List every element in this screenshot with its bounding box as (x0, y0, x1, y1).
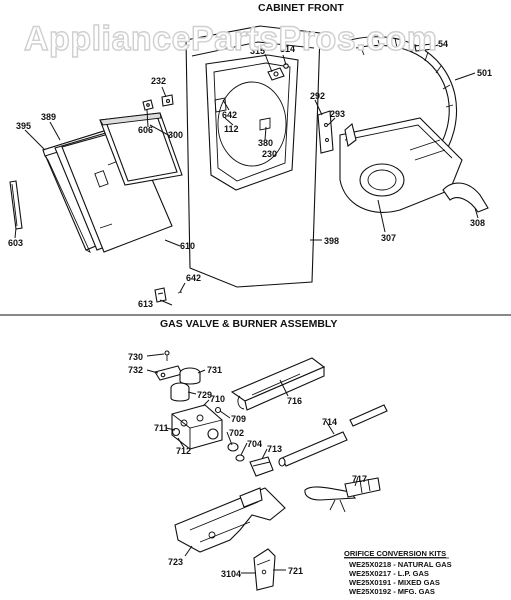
orifice-kits-table: ORIFICE CONVERSION KITS WE25X0218 - NATU… (344, 549, 452, 596)
callout-230: 230 (262, 149, 277, 159)
burner-tube (230, 357, 326, 411)
leader-lines-bottom (146, 353, 359, 574)
callout-389: 389 (41, 112, 56, 122)
callout-314: 314 (280, 44, 295, 54)
igniter-assembly (304, 477, 381, 513)
callout-501: 501 (477, 68, 492, 78)
callout-714: 714 (322, 417, 337, 427)
callout-292: 292 (310, 91, 325, 101)
callout-710: 710 (210, 394, 225, 404)
valve-screw (214, 406, 222, 414)
callout-711: 711 (154, 423, 169, 433)
callout-398: 398 (324, 236, 339, 246)
orifice-kit-row: WE25X0191 - MIXED GAS (349, 578, 440, 587)
callout-232: 232 (151, 76, 166, 86)
orifice-kit-row: WE25X0218 - NATURAL GAS (349, 560, 452, 569)
orifice-kits-title: ORIFICE CONVERSION KITS (344, 549, 446, 558)
door-handle (9, 180, 23, 230)
callout-603: 603 (8, 238, 23, 248)
callout-610: 610 (180, 241, 195, 251)
callout-315: 315 (250, 46, 265, 56)
callout-709: 709 (231, 414, 246, 424)
callout-293: 293 (330, 109, 345, 119)
callout-642-a: 642 (186, 273, 201, 283)
cabinet-front-panel (185, 25, 321, 288)
callout-54: 54 (438, 39, 448, 49)
callout-713: 713 (267, 444, 282, 454)
callout-702: 702 (229, 428, 244, 438)
section-title-cabinet-front: CABINET FRONT (258, 2, 344, 14)
section-title-gas-valve: GAS VALVE & BURNER ASSEMBLY (160, 318, 337, 330)
callout-729: 729 (197, 390, 212, 400)
door-latch (154, 287, 183, 303)
callout-3104: 3104 (221, 569, 241, 579)
coil-hardware (154, 350, 183, 381)
watermark: AppliancePartsPros.com (24, 20, 437, 58)
lint-duct-assembly (339, 117, 463, 213)
gas-tube (278, 404, 388, 467)
callout-721: 721 (288, 566, 303, 576)
callout-308: 308 (470, 218, 485, 228)
callout-606: 606 (138, 125, 153, 135)
leader-lines-top (14, 44, 479, 306)
callout-712: 712 (176, 446, 191, 456)
callout-704: 704 (247, 439, 262, 449)
callout-717: 717 (352, 474, 367, 484)
bracket (317, 110, 334, 154)
valve-coil-secondary (170, 382, 190, 402)
callout-300: 300 (168, 130, 183, 140)
burner-elbow (249, 456, 274, 477)
callout-307: 307 (381, 233, 396, 243)
duct-clamp (442, 182, 489, 213)
felt-seal (414, 43, 434, 52)
callout-395: 395 (16, 121, 31, 131)
callout-723: 723 (168, 557, 183, 567)
callout-732: 732 (128, 365, 143, 375)
callout-731: 731 (207, 365, 222, 375)
gas-valve-body (171, 404, 223, 450)
callout-112: 112 (224, 124, 239, 134)
callout-380: 380 (258, 138, 273, 148)
orifice-kit-row: WE25X0192 - MFG. GAS (349, 587, 435, 596)
burner-bracket (174, 487, 286, 553)
callout-730: 730 (128, 352, 143, 362)
hinge-hardware (142, 94, 174, 111)
orifice-fittings (227, 442, 245, 462)
callout-716: 716 (287, 396, 302, 406)
callout-613: 613 (138, 299, 153, 309)
valve-coil (179, 367, 201, 385)
mounting-bracket (253, 548, 276, 591)
callout-642-b: 642 (222, 110, 237, 120)
orifice-kit-row: WE25X0217 - L.P. GAS (349, 569, 429, 578)
